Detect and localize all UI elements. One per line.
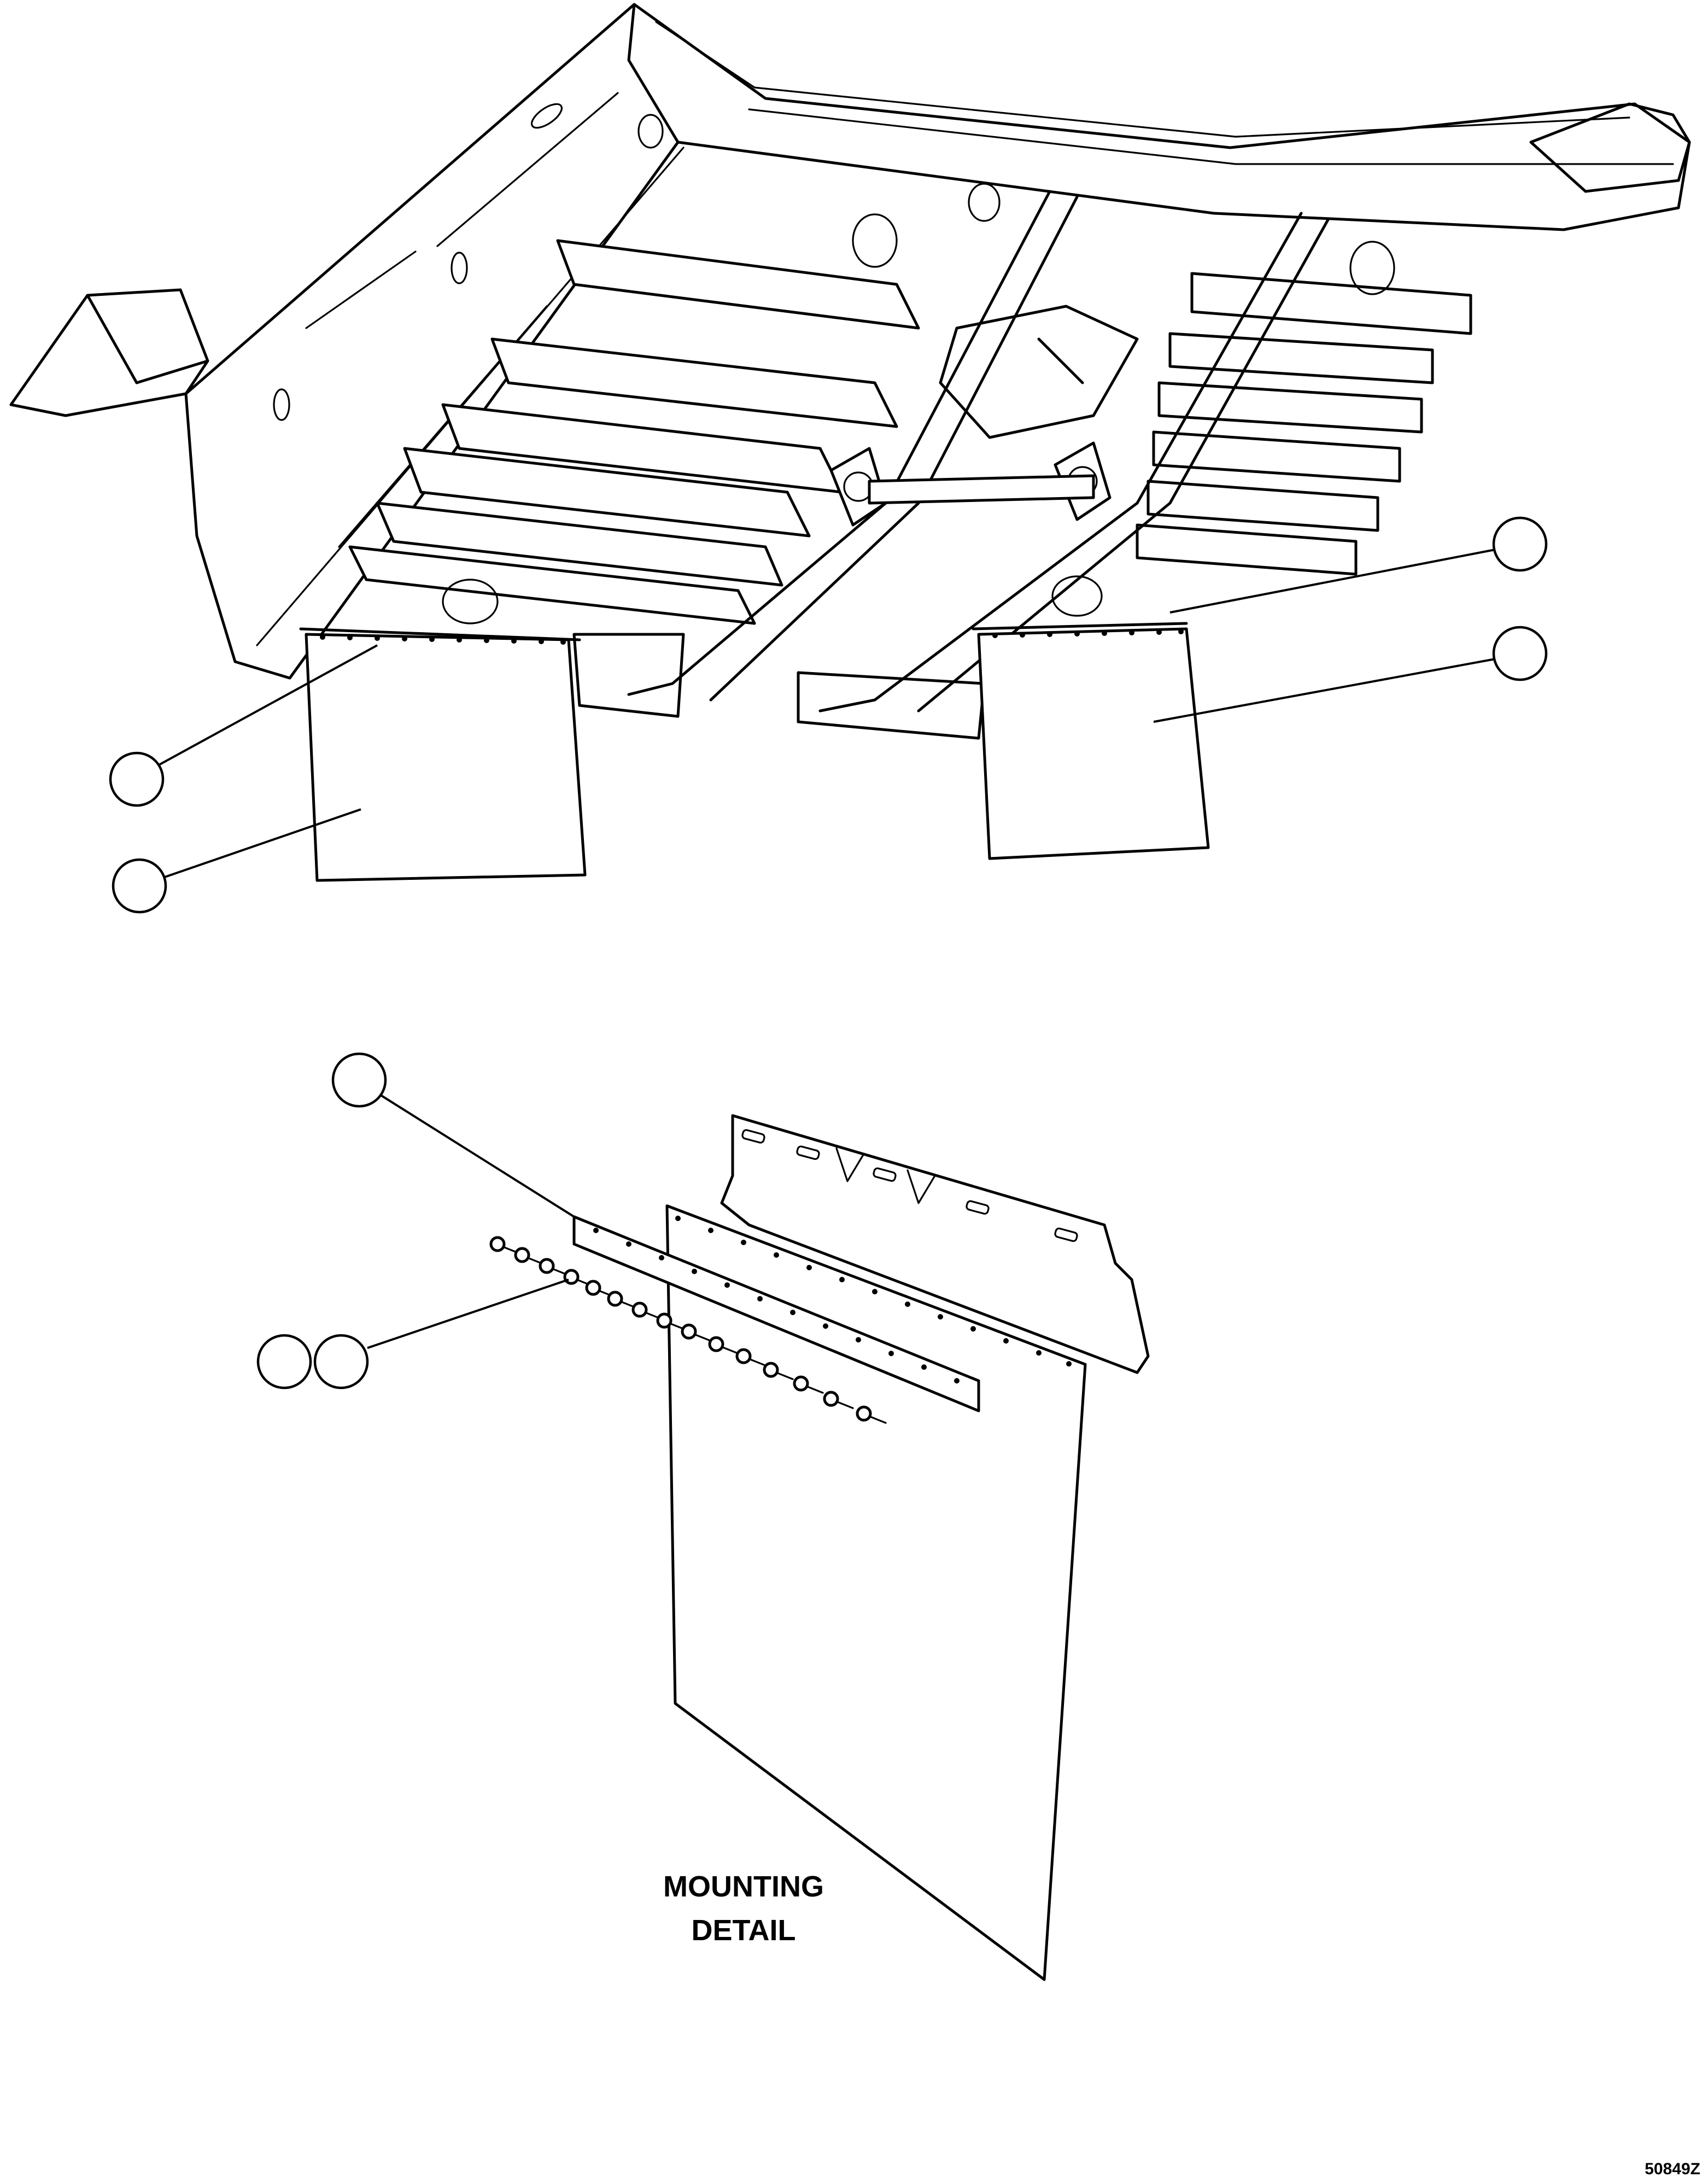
callout-balloon	[112, 858, 167, 914]
callout-balloon	[331, 1052, 387, 1108]
callout-balloon	[313, 1334, 369, 1390]
body-left-side-inner	[256, 92, 685, 646]
bolt	[539, 1258, 570, 1276]
lift-eye-3	[1349, 241, 1395, 295]
clamp-bar-holes	[593, 1228, 960, 1384]
mudflap-bolt-row-left	[320, 634, 566, 645]
hoist-linkage	[939, 305, 1139, 439]
drawing-number: 50849Z	[1645, 2160, 1700, 2178]
side-slot-1	[530, 103, 563, 129]
tire-left	[442, 579, 499, 624]
hanger-slot-4	[966, 1200, 990, 1215]
body-top-rail-edge	[655, 21, 1674, 165]
mudflap-detail-holes	[675, 1216, 1072, 1367]
mudflap-bolt-row-right	[992, 629, 1184, 638]
bolt	[631, 1301, 663, 1320]
lift-eye-2	[968, 183, 1001, 222]
side-slot-4	[637, 114, 664, 149]
mounting-detail-title: MOUNTING DETAIL	[601, 1865, 886, 1952]
hanger-slot-2	[796, 1145, 820, 1160]
hanger-plate	[720, 1114, 1150, 1374]
bolt	[856, 1405, 887, 1424]
callout-balloon	[1492, 626, 1548, 681]
clamp-bar	[572, 1215, 980, 1412]
lift-eye-1	[852, 213, 898, 268]
bolt	[735, 1348, 767, 1367]
bolt	[823, 1391, 854, 1409]
bolt	[793, 1375, 824, 1394]
callout-group-upper	[109, 516, 1548, 914]
callout-balloon	[256, 1334, 312, 1390]
lower-frame	[572, 633, 986, 740]
detail-title-line-1: MOUNTING	[663, 1870, 824, 1903]
bolt	[708, 1336, 739, 1355]
mudflap-left	[305, 633, 587, 882]
body-right-extension	[1529, 102, 1691, 193]
hanger-slot-3	[873, 1167, 897, 1182]
side-slot-3	[273, 388, 290, 421]
detail-title-line-2: DETAIL	[691, 1914, 796, 1947]
hanger-slot-1	[741, 1129, 765, 1144]
bolt	[656, 1312, 687, 1331]
side-slot-2	[451, 252, 468, 284]
hanger-slot-5	[1054, 1227, 1078, 1242]
bolt	[763, 1362, 794, 1380]
callout-balloon	[109, 751, 165, 807]
hanger-strip-right	[972, 622, 1188, 631]
callout-balloon	[1492, 516, 1548, 572]
bolt-set	[489, 1236, 887, 1424]
bolt	[585, 1280, 616, 1298]
body-top-rail	[627, 3, 1691, 231]
dump-body-assembly	[9, 3, 1691, 740]
mounting-detail	[256, 1052, 1150, 1981]
tire-right	[1051, 575, 1103, 617]
bolt	[514, 1247, 545, 1265]
mudflap-right	[977, 627, 1210, 860]
bolt	[489, 1236, 520, 1254]
bolt	[607, 1291, 638, 1309]
hanger-plate-notch	[835, 1147, 936, 1204]
body-left-side	[184, 3, 680, 680]
cross-members-left	[348, 239, 920, 625]
bolt	[681, 1323, 712, 1342]
cross-members-right	[1136, 272, 1472, 576]
mudflap-detail	[665, 1204, 1087, 1981]
body-left-extension	[9, 288, 209, 417]
tie-rod	[868, 474, 1095, 505]
